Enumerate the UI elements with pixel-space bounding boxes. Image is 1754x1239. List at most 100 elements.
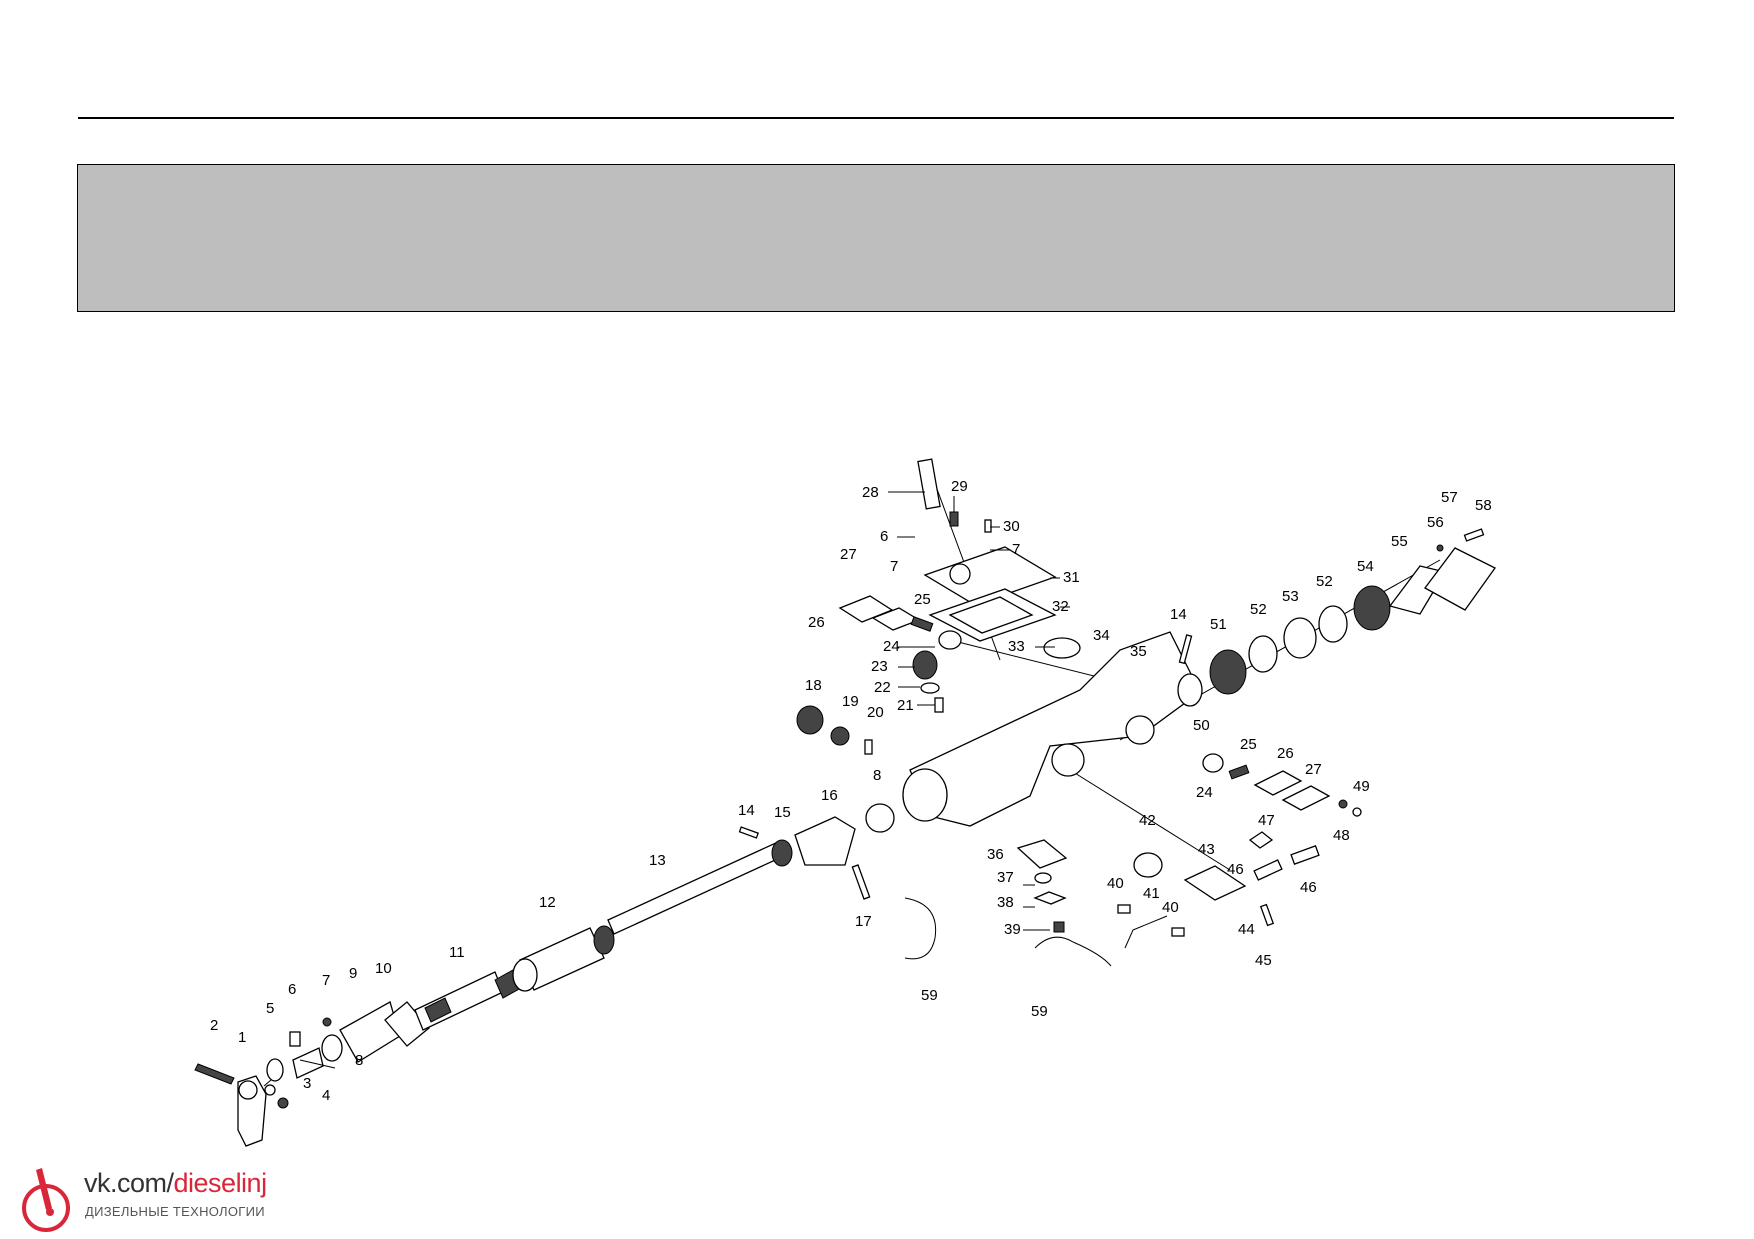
- nut-4: [277, 1097, 289, 1109]
- plug-24a: [938, 630, 962, 650]
- pipe-41: [1124, 915, 1168, 949]
- callout-8: 8: [873, 767, 881, 784]
- watermark[interactable]: vk.com/dieselinj ДИЗЕЛЬНЫЕ ТЕХНОЛОГИИ: [14, 1164, 314, 1236]
- nut-48: [1338, 799, 1348, 809]
- callout-11: 11: [449, 944, 465, 961]
- callout-8: 8: [355, 1052, 363, 1069]
- callout-26: 26: [808, 614, 825, 631]
- spring-25b: [1228, 764, 1250, 780]
- callout-6: 6: [880, 528, 888, 545]
- callout-24: 24: [883, 638, 900, 655]
- callout-56: 56: [1427, 514, 1444, 531]
- washer-7: [322, 1017, 332, 1027]
- washer-57: [1436, 544, 1444, 552]
- valve-block-43: [1183, 865, 1247, 901]
- port-gasket-26b: [1253, 770, 1303, 796]
- hose-59b: [1034, 936, 1112, 967]
- callout-58: 58: [1475, 497, 1492, 514]
- callout-37: 37: [997, 869, 1014, 886]
- bushing-8: [292, 1047, 324, 1079]
- pin-20: [864, 739, 873, 755]
- bushing-9: [321, 1034, 343, 1062]
- steering-shaft: [607, 841, 785, 935]
- callout-leaders: [263, 491, 1070, 1087]
- callout-49: 49: [1353, 778, 1370, 795]
- pin-14: [738, 826, 759, 839]
- callout-12: 12: [539, 894, 556, 911]
- callout-50: 50: [1193, 717, 1210, 734]
- callout-14: 14: [1170, 606, 1187, 623]
- plug-40a: [1117, 904, 1131, 914]
- nut-39: [1053, 921, 1065, 933]
- callout-19: 19: [842, 693, 859, 710]
- callout-38: 38: [997, 894, 1014, 911]
- valve-23: [912, 650, 938, 680]
- fitting-46b: [1290, 845, 1320, 865]
- screw-21: [934, 697, 944, 713]
- callout-24: 24: [1196, 784, 1213, 801]
- callout-52: 52: [1250, 601, 1267, 618]
- callout-42: 42: [1139, 812, 1156, 829]
- callout-53: 53: [1282, 588, 1299, 605]
- bracket-36: [1016, 839, 1068, 869]
- callout-20: 20: [867, 704, 884, 721]
- gasket-10: [384, 1001, 430, 1047]
- adjuster-screw: [917, 458, 992, 533]
- callout-29: 29: [951, 478, 968, 495]
- seal-19: [830, 726, 850, 746]
- callout-28: 28: [862, 484, 879, 501]
- cap-33: [1043, 637, 1081, 659]
- callout-21: 21: [897, 697, 914, 714]
- port-plate-27b: [1281, 785, 1331, 811]
- top-cover-gasket: [928, 588, 1057, 642]
- bearing-15: [771, 839, 793, 867]
- washer-49: [1352, 807, 1362, 817]
- valve-18: [796, 705, 824, 735]
- callout-23: 23: [871, 658, 888, 675]
- callout-6: 6: [288, 981, 296, 998]
- callout-36: 36: [987, 846, 1004, 863]
- callout-47: 47: [1258, 812, 1275, 829]
- end-cover-56: [1424, 547, 1496, 611]
- callout-14: 14: [738, 802, 755, 819]
- callout-52: 52: [1316, 573, 1333, 590]
- callout-3: 3: [303, 1075, 311, 1092]
- callout-31: 31: [1063, 569, 1080, 586]
- pin-14b: [1178, 634, 1193, 665]
- callout-5: 5: [266, 1000, 274, 1017]
- steering-housing: [902, 631, 1201, 827]
- callout-7: 7: [890, 558, 898, 575]
- callout-7: 7: [1012, 541, 1020, 558]
- callout-48: 48: [1333, 827, 1350, 844]
- bearing-tube: [512, 925, 615, 992]
- callout-59: 59: [921, 987, 938, 1004]
- bolt-58: [1463, 528, 1485, 542]
- callout-39: 39: [1004, 921, 1021, 938]
- callout-44: 44: [1238, 921, 1255, 938]
- bushing-8b: [865, 803, 895, 833]
- callout-40: 40: [1162, 899, 1179, 916]
- callout-27: 27: [1305, 761, 1322, 778]
- plate-38: [1033, 891, 1067, 905]
- pinch-bolt: [194, 1063, 235, 1085]
- callout-10: 10: [375, 960, 392, 977]
- callout-46: 46: [1227, 861, 1244, 878]
- top-cover: [923, 546, 1057, 606]
- side-cover-housing: [339, 1001, 401, 1063]
- plug-24b: [1202, 753, 1224, 773]
- pin-17: [851, 864, 871, 900]
- watermark-url[interactable]: vk.com/dieselinj: [84, 1168, 267, 1198]
- header-rule: [78, 117, 1674, 119]
- callout-13: 13: [649, 852, 666, 869]
- gear-54: [1353, 585, 1391, 631]
- callout-30: 30: [1003, 518, 1020, 535]
- callout-18: 18: [805, 677, 822, 694]
- callout-labels: 28 29 30 6 7 7 27 31 25 32 26 24 33 34 3…: [210, 478, 1492, 1104]
- callout-55: 55: [1391, 533, 1408, 550]
- injector-logo-icon: [22, 1168, 70, 1232]
- callout-1: 1: [238, 1029, 246, 1046]
- callout-35: 35: [1130, 643, 1147, 660]
- callout-16: 16: [821, 787, 838, 804]
- callout-27: 27: [840, 546, 857, 563]
